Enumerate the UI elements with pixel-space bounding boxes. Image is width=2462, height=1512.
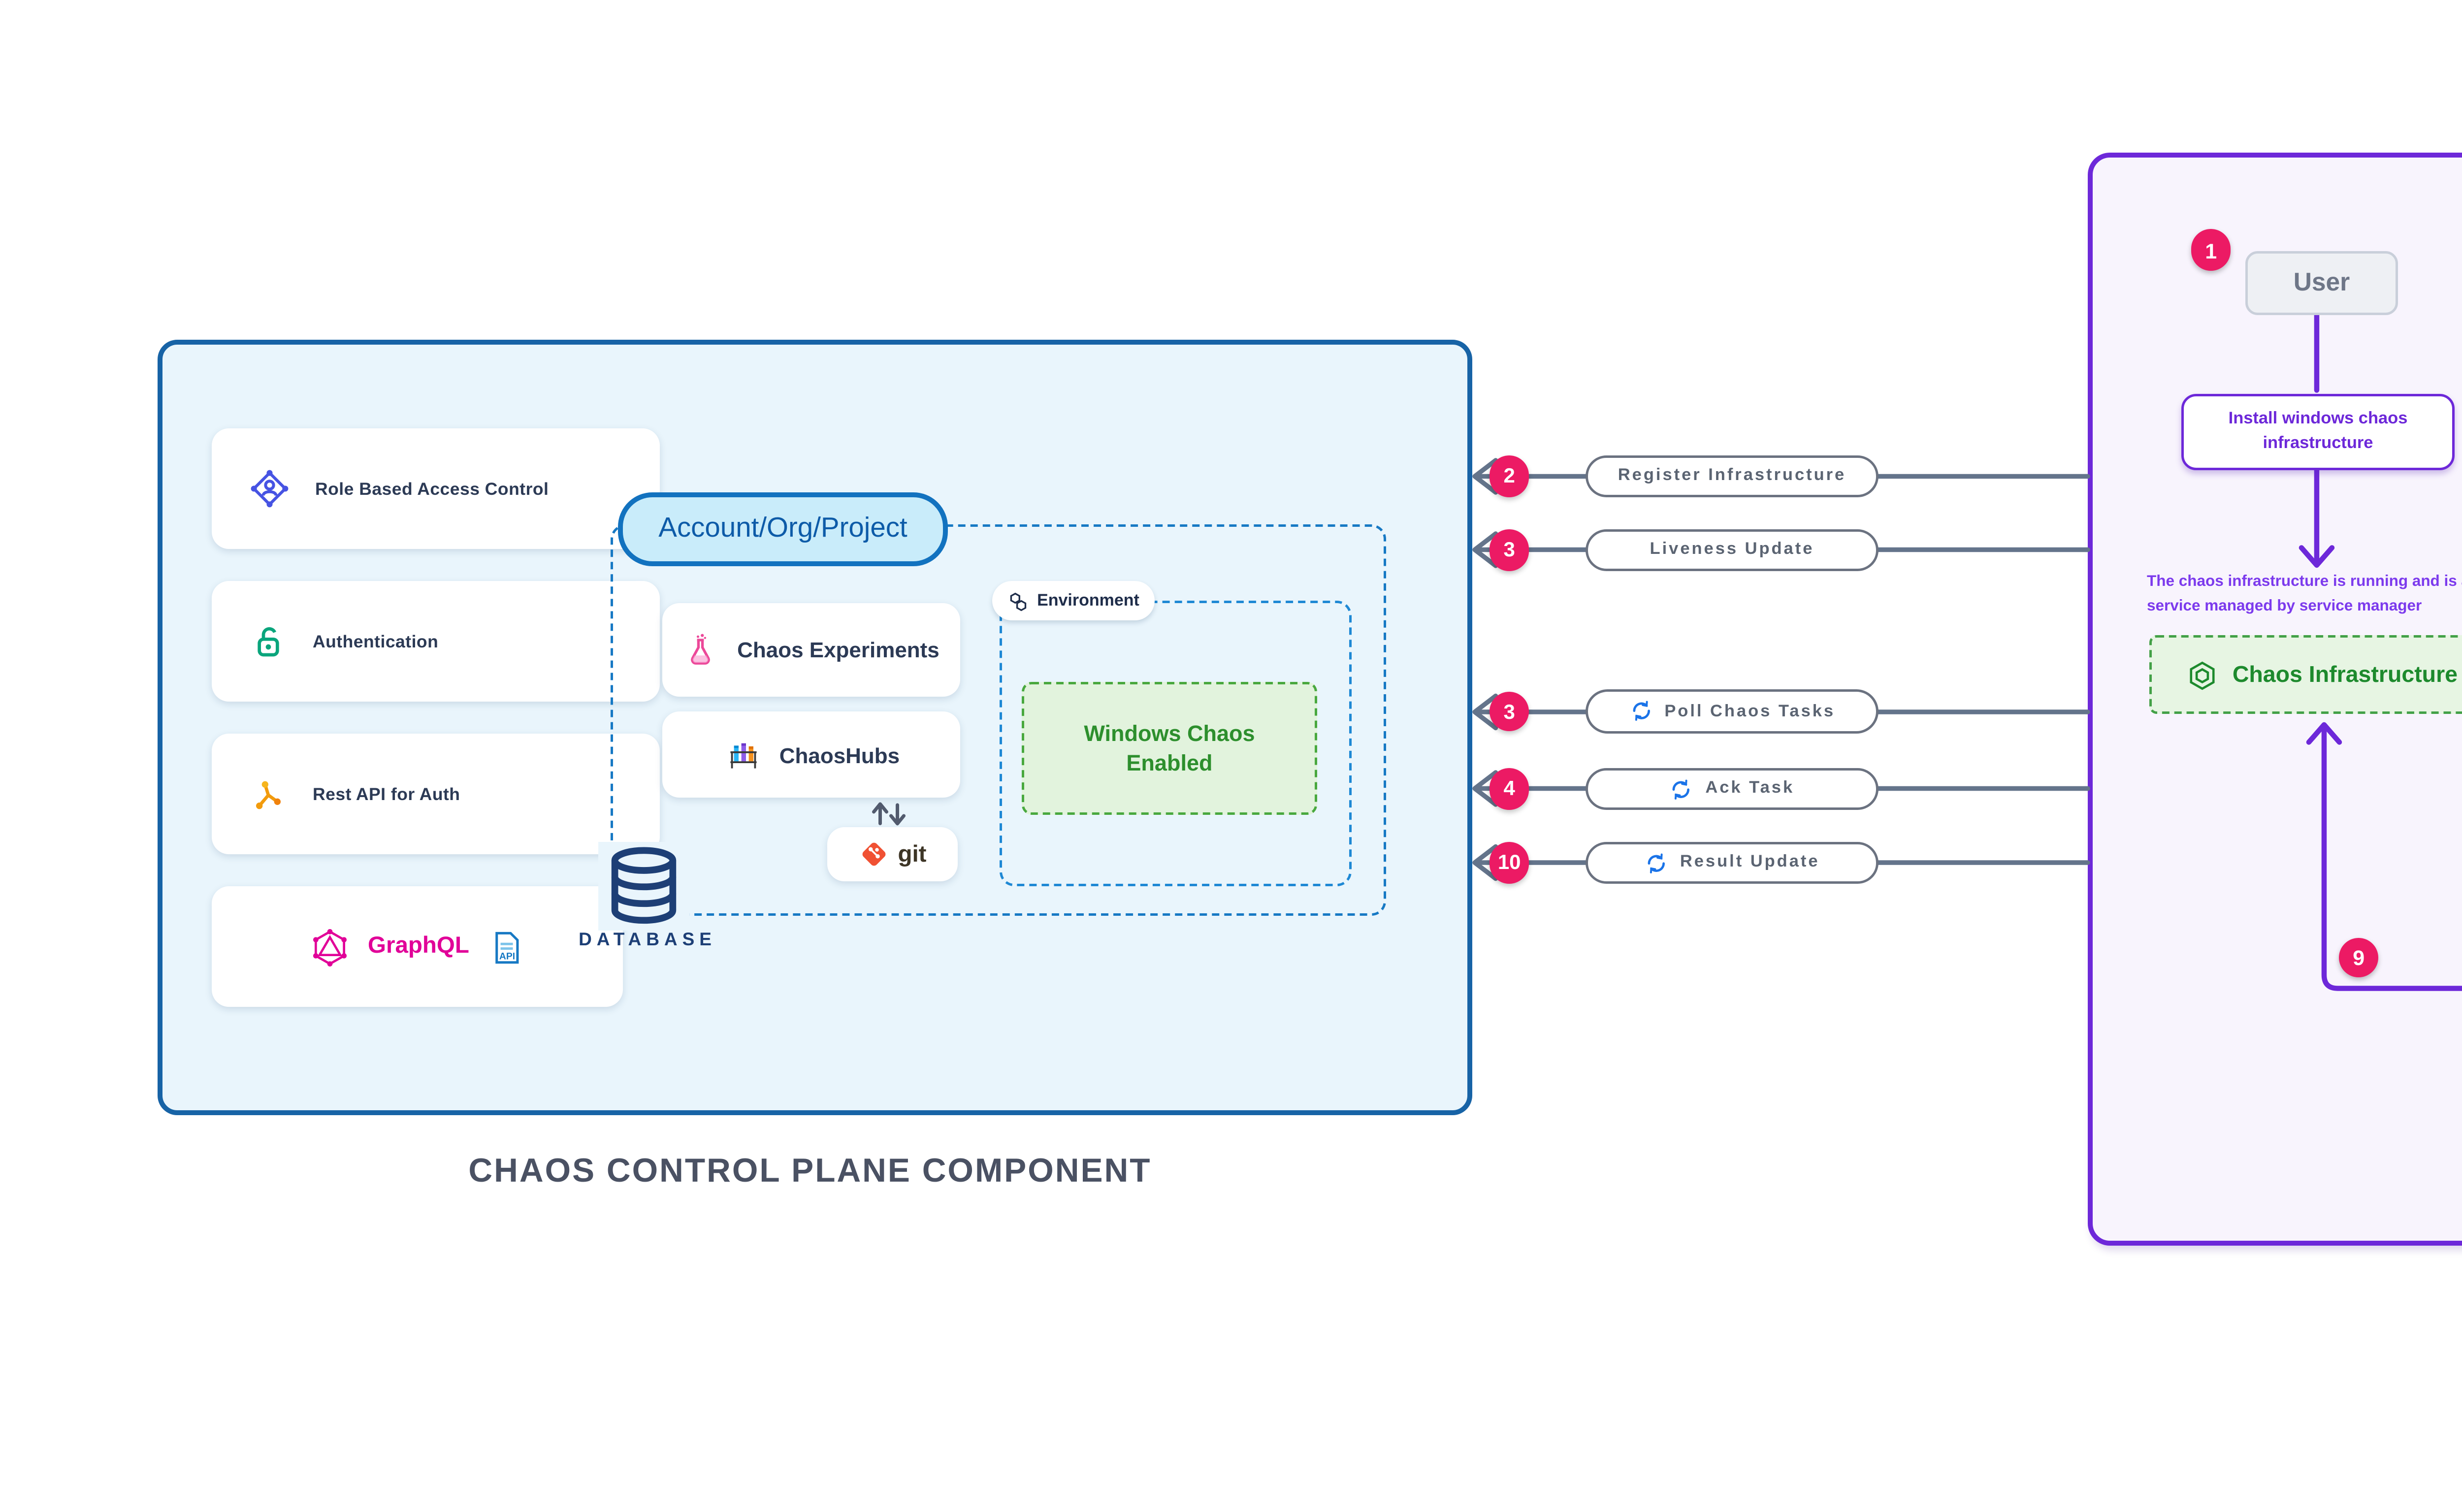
flow-badge: 10 <box>1489 842 1530 883</box>
step-badge-1: 1 <box>2190 229 2232 270</box>
chaos-experiments-label: Chaos Experiments <box>737 638 939 662</box>
chaos-infrastructure-box: Chaos Infrastructure <box>2149 635 2462 714</box>
chaos-infrastructure-label: Chaos Infrastructure <box>2232 662 2458 687</box>
flow-badge: 2 <box>1489 455 1530 497</box>
sync-icon <box>1670 777 1693 801</box>
chaos-hexagon-icon <box>2186 659 2218 691</box>
chaos-experiments-card: Chaos Experiments <box>662 603 960 697</box>
svg-text:API: API <box>498 950 514 961</box>
flow-pill-register-infrastructure: Register Infrastructure <box>1586 454 1879 498</box>
flow-label: Liveness Update <box>1650 541 1814 558</box>
graphql-icon <box>311 927 351 966</box>
flow-badge: 3 <box>1489 691 1530 732</box>
flow-label: Result Update <box>1680 854 1820 871</box>
authentication-label: Authentication <box>313 631 439 651</box>
api-doc-icon: API <box>486 927 523 966</box>
sync-icon <box>1644 851 1668 874</box>
windows-chaos-enabled-box: Windows Chaos Enabled <box>1022 682 1317 815</box>
test-tube-rack-icon <box>723 736 762 773</box>
git-icon <box>858 839 888 869</box>
graphql-card: GraphQL API <box>212 886 623 1007</box>
flow-badge: 3 <box>1489 529 1530 570</box>
rest-api-card: Rest API for Auth <box>212 734 660 854</box>
git-label: git <box>898 840 927 868</box>
rest-api-label: Rest API for Auth <box>313 784 460 804</box>
rbac-label: Role Based Access Control <box>315 479 549 499</box>
flow-pill-poll-chaos-tasks: Poll Chaos Tasks <box>1586 690 1879 734</box>
flow-label: Poll Chaos Tasks <box>1664 703 1836 721</box>
environment-label: Environment <box>1037 592 1139 610</box>
install-infrastructure-box: Install windows chaos infrastructure <box>2181 394 2455 470</box>
rbac-card: Role Based Access Control <box>212 428 660 549</box>
database-icon <box>598 842 689 931</box>
project-scope-dashed-box <box>611 524 1386 916</box>
flow-pill-liveness-update: Liveness Update <box>1586 528 1879 571</box>
graphql-label: GraphQL <box>368 933 469 960</box>
flask-icon <box>683 632 720 669</box>
account-org-project-pill: Account/Org/Project <box>618 492 948 566</box>
open-lock-icon <box>249 622 288 661</box>
flow-pill-result-update: Result Update <box>1586 840 1879 884</box>
environment-dashed-box <box>1000 601 1352 886</box>
chaoshubs-card: ChaosHubs <box>662 711 960 798</box>
environment-label-pill: Environment <box>992 581 1155 620</box>
step-badge-9: 9 <box>2338 937 2379 978</box>
authentication-card: Authentication <box>212 581 660 702</box>
flow-badge: 4 <box>1489 768 1530 809</box>
rbac-icon <box>249 468 291 510</box>
flow-label: Ack Task <box>1705 779 1795 797</box>
database-label: DATABASE <box>579 928 716 950</box>
chaoshubs-label: ChaosHubs <box>779 742 900 767</box>
flow-label: Register Infrastructure <box>1618 467 1846 485</box>
control-plane-title: CHAOS CONTROL PLANE COMPONENT <box>468 1152 1152 1189</box>
git-card: git <box>827 827 958 881</box>
running-note: The chaos infrastructure is running and … <box>2147 574 2462 615</box>
flow-pill-ack-task: Ack Task <box>1586 767 1879 810</box>
user-box: User <box>2245 251 2398 315</box>
hexagons-icon <box>1007 590 1030 612</box>
sync-icon <box>1629 700 1652 724</box>
rest-api-icon <box>249 774 288 814</box>
